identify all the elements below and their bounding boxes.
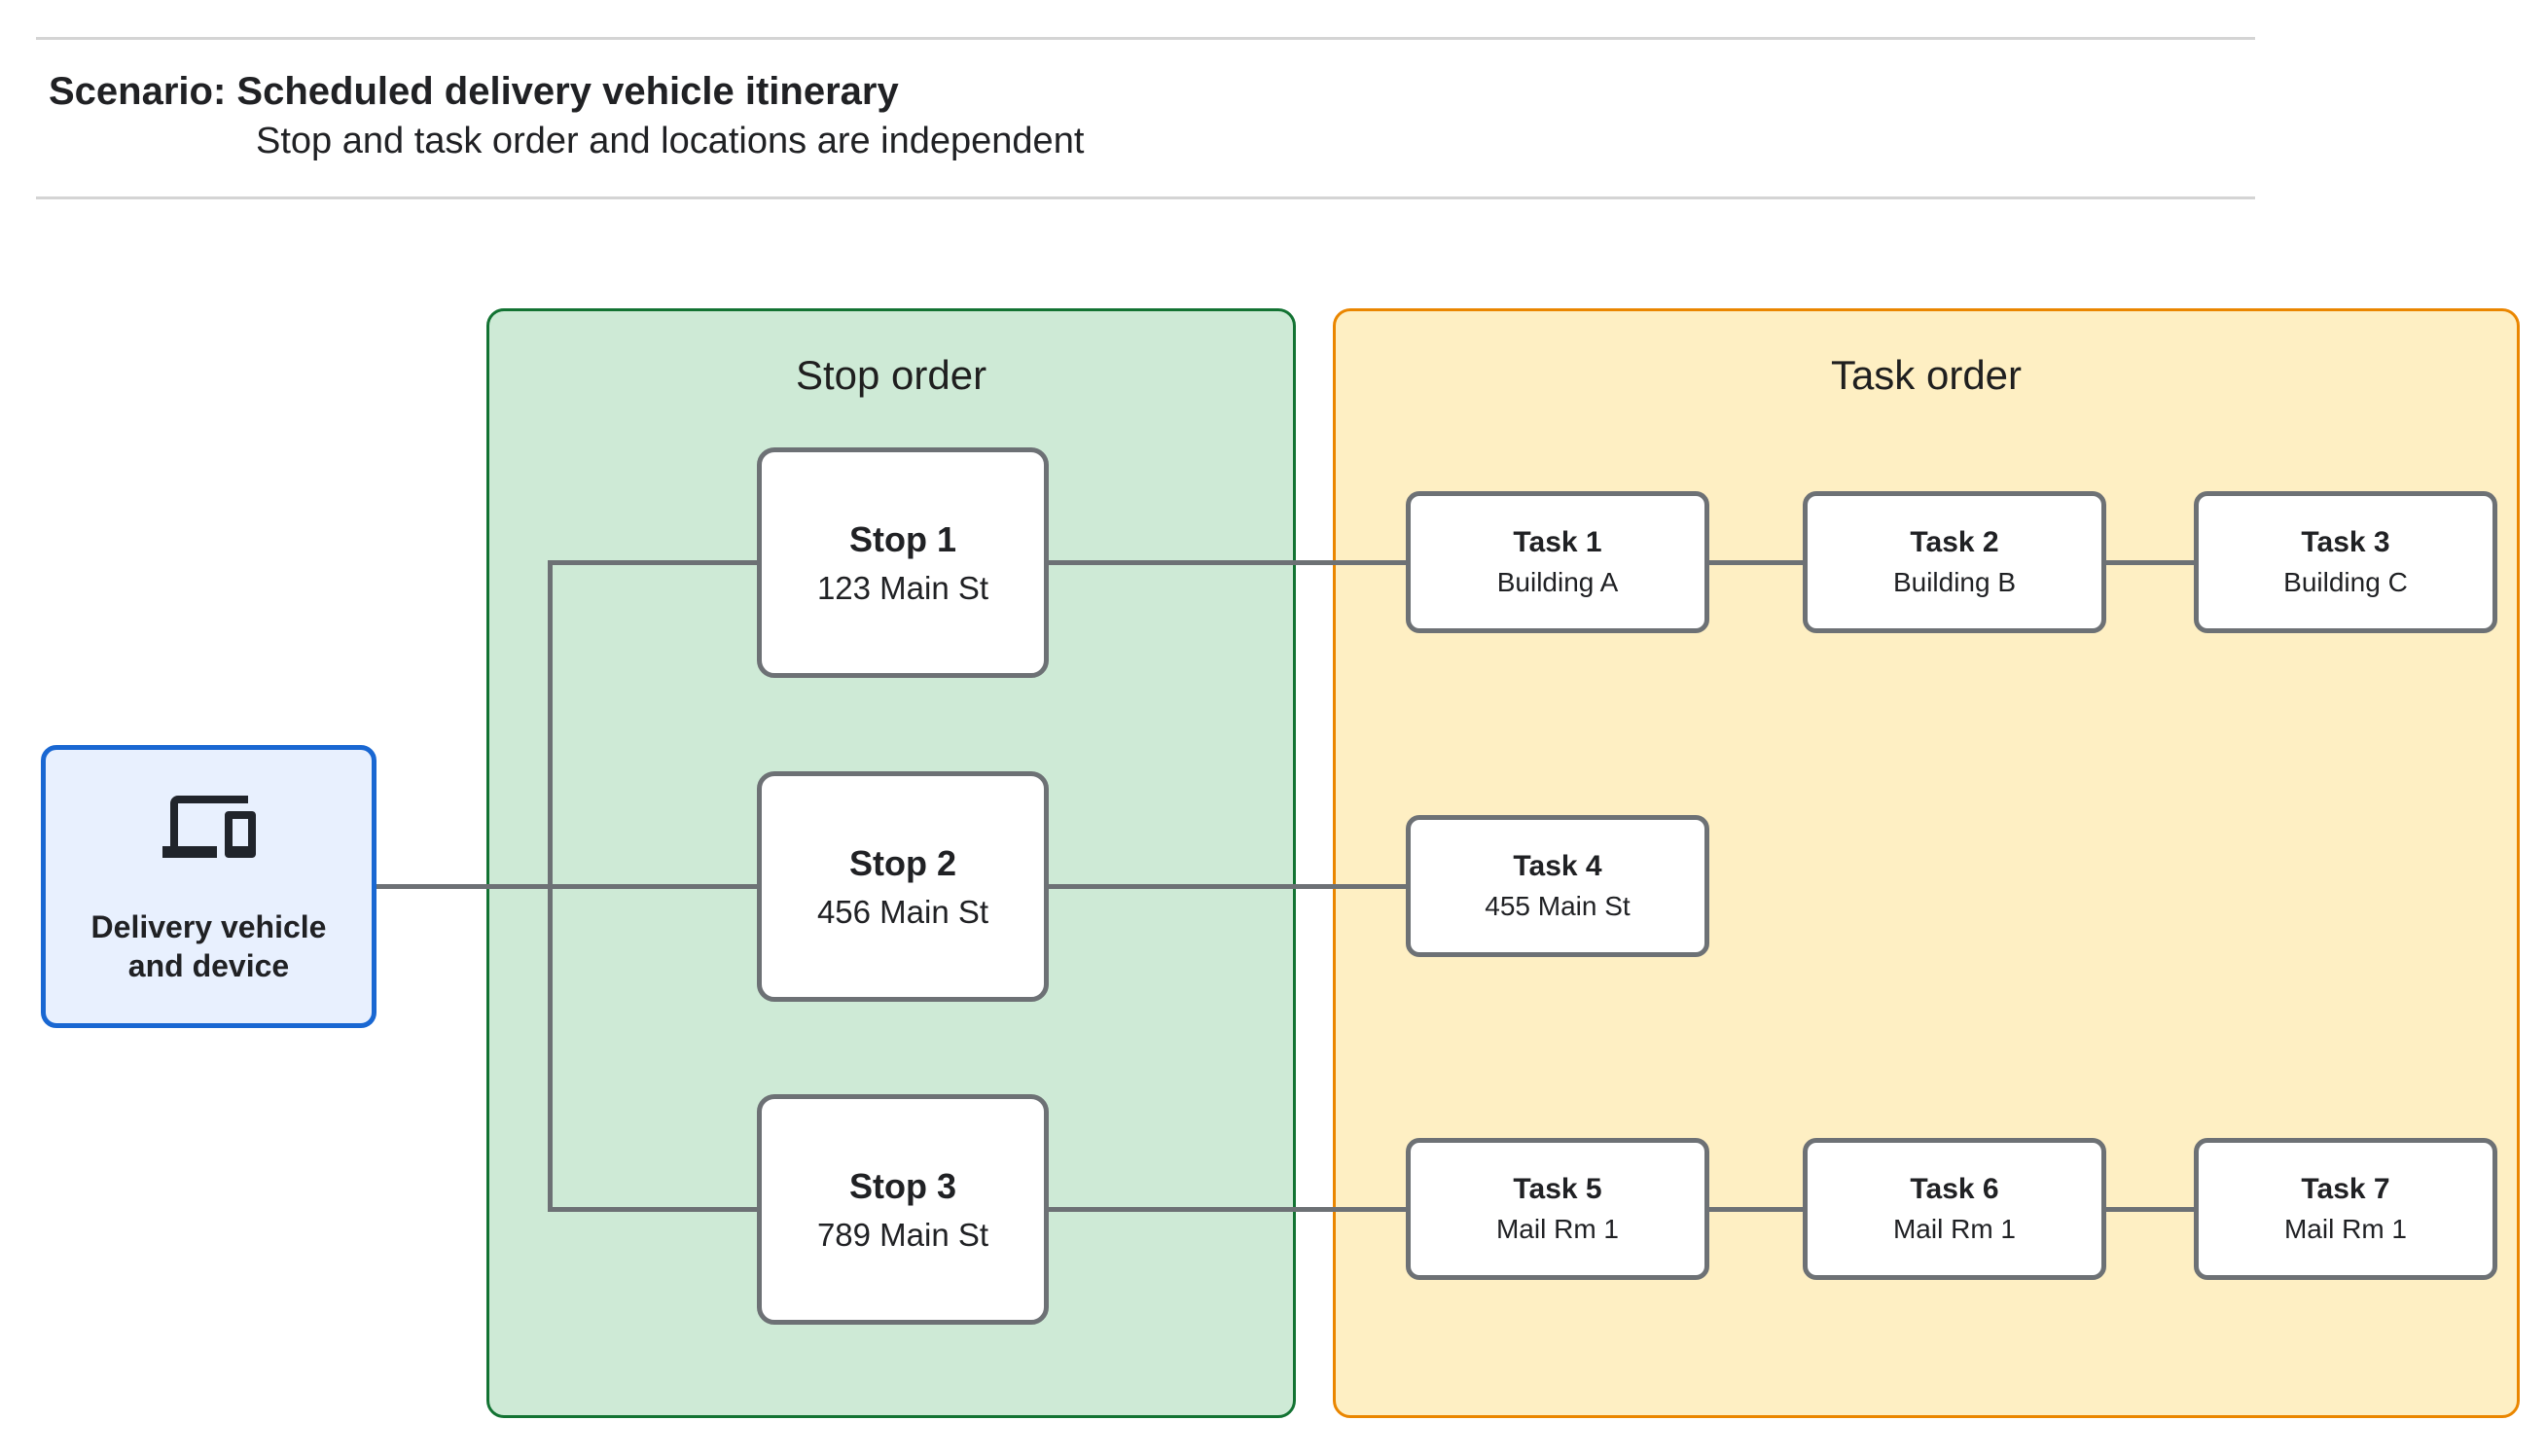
stop-name: Stop 3 bbox=[848, 1165, 956, 1206]
connector-task5-task6 bbox=[1709, 1207, 1803, 1212]
stop-order-panel-title: Stop order bbox=[795, 352, 987, 398]
connector-vehicle-stop2 bbox=[377, 884, 757, 889]
stop-2-box: Stop 2 456 Main St bbox=[757, 771, 1049, 1002]
connector-stop3-task5 bbox=[1049, 1207, 1406, 1212]
task-location: Mail Rm 1 bbox=[1892, 1214, 2016, 1244]
connector-stop2-task4 bbox=[1049, 884, 1406, 889]
connector-trunk-vertical bbox=[548, 560, 553, 1212]
connector-branch-stop3 bbox=[548, 1207, 757, 1212]
task-1-box: Task 1 Building A bbox=[1406, 491, 1709, 633]
devices-icon bbox=[161, 788, 256, 870]
header-divider-top bbox=[36, 37, 2255, 40]
task-location: 455 Main St bbox=[1485, 891, 1631, 921]
task-name: Task 6 bbox=[1910, 1173, 1999, 1205]
stop-name: Stop 2 bbox=[848, 842, 956, 883]
stop-3-box: Stop 3 789 Main St bbox=[757, 1094, 1049, 1325]
connector-stop1-task1 bbox=[1049, 560, 1406, 565]
task-name: Task 4 bbox=[1513, 850, 1602, 882]
stop-location: 456 Main St bbox=[816, 893, 989, 930]
delivery-vehicle-box: Delivery vehicle and device bbox=[41, 745, 377, 1028]
task-4-box: Task 4 455 Main St bbox=[1406, 815, 1709, 957]
task-location: Building B bbox=[1892, 567, 2017, 597]
task-location: Mail Rm 1 bbox=[2283, 1214, 2407, 1244]
page-title: Scenario: Scheduled delivery vehicle iti… bbox=[49, 70, 899, 113]
task-6-box: Task 6 Mail Rm 1 bbox=[1803, 1138, 2106, 1280]
connector-task2-task3 bbox=[2106, 560, 2194, 565]
vehicle-label: Delivery vehicle and device bbox=[91, 907, 327, 985]
header-divider-bottom bbox=[36, 196, 2255, 199]
task-name: Task 5 bbox=[1513, 1173, 1602, 1205]
task-location: Building C bbox=[2283, 567, 2408, 597]
page-subtitle: Stop and task order and locations are in… bbox=[256, 121, 1085, 161]
vehicle-label-line2: and device bbox=[127, 948, 290, 983]
task-7-box: Task 7 Mail Rm 1 bbox=[2194, 1138, 2497, 1280]
stop-location: 789 Main St bbox=[816, 1216, 989, 1253]
stop-name: Stop 1 bbox=[848, 518, 956, 559]
stop-location: 123 Main St bbox=[816, 569, 989, 606]
task-5-box: Task 5 Mail Rm 1 bbox=[1406, 1138, 1709, 1280]
task-name: Task 2 bbox=[1910, 526, 1999, 558]
connector-task6-task7 bbox=[2106, 1207, 2194, 1212]
task-3-box: Task 3 Building C bbox=[2194, 491, 2497, 633]
task-location: Mail Rm 1 bbox=[1495, 1214, 1619, 1244]
task-name: Task 1 bbox=[1513, 526, 1602, 558]
connector-task1-task2 bbox=[1709, 560, 1803, 565]
vehicle-label-line1: Delivery vehicle bbox=[90, 909, 327, 944]
task-2-box: Task 2 Building B bbox=[1803, 491, 2106, 633]
task-location: Building A bbox=[1496, 567, 1619, 597]
stop-1-box: Stop 1 123 Main St bbox=[757, 447, 1049, 678]
task-order-panel-title: Task order bbox=[1830, 352, 2023, 398]
task-name: Task 7 bbox=[2301, 1173, 2390, 1205]
connector-branch-stop1 bbox=[548, 560, 757, 565]
task-name: Task 3 bbox=[2301, 526, 2390, 558]
